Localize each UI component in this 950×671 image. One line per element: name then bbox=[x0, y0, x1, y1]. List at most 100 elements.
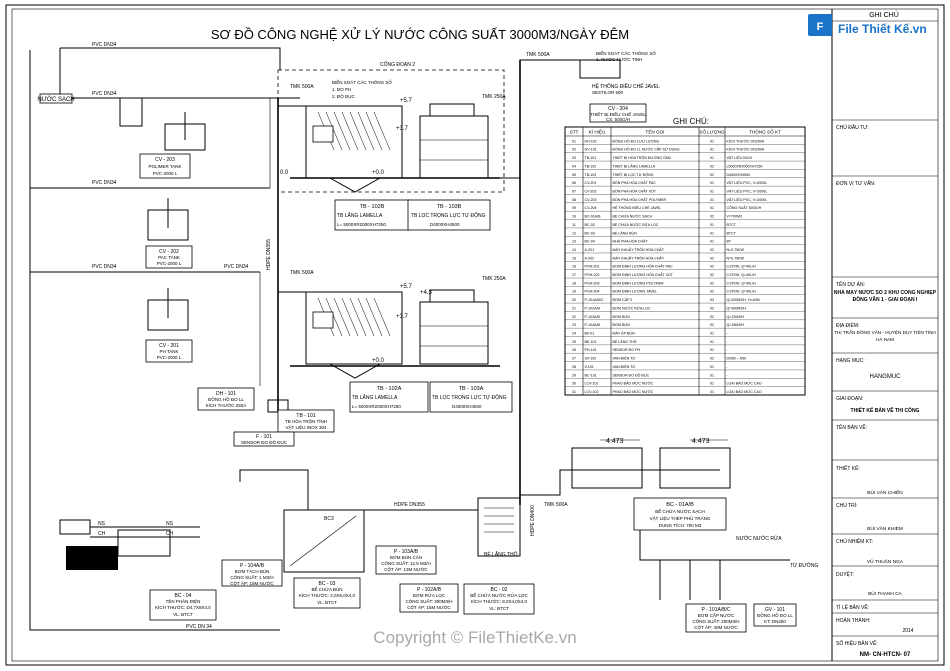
gravity-filter-a: TB - 103A TB LỌC TRỌNG LỰC TỰ ĐỘNG D4000… bbox=[419, 289, 513, 413]
tb-consultant-label: ĐƠN VỊ TƯ VẤN: bbox=[836, 180, 875, 187]
tb103b-spec: D4000XH4500 bbox=[430, 222, 460, 227]
tb-tech-label: CHỦ NHIỆM KT: bbox=[836, 537, 873, 545]
legend-cell: 04 bbox=[572, 164, 576, 168]
tb103a-tag: TB - 103A bbox=[459, 386, 484, 392]
legend-cell: - bbox=[727, 373, 729, 377]
tb103a-spec: D4000XH4500 bbox=[452, 404, 482, 409]
tb102b-tag: TB - 102B bbox=[360, 204, 385, 210]
legend-cell: ĐỒNG HỒ ĐO LL NƯỚC CẤP SỬ DỤNG bbox=[613, 147, 680, 152]
legend-cell: 01 bbox=[710, 340, 714, 344]
tb-project-name: NHÀ MÁY NƯỚC SỐ 2 KHU CÔNG NGHIỆP ĐỒNG V… bbox=[833, 290, 937, 303]
chemical-house: NS CH NS CH BC - 04 TÊN PHÂN ĐIỆN KÍCH T… bbox=[59, 519, 217, 630]
tb-item-value: HANGMUC bbox=[870, 374, 902, 380]
p102-spec: CÔNG SUẤT: 300M3/H bbox=[405, 598, 452, 604]
f101-desc: SENSOR ĐO ĐỘ ĐỤC bbox=[241, 439, 288, 445]
p104-desc: BƠM TÁCH BÙN bbox=[235, 568, 270, 574]
pipe-label-bottom: PVC DN 34 bbox=[186, 624, 212, 630]
cv201-desc: PH TANK bbox=[159, 349, 178, 354]
legend-cell: 01 bbox=[710, 223, 714, 227]
legend-cell: 02 bbox=[710, 323, 714, 327]
cv204-spec: CS: 500G/H bbox=[606, 117, 630, 122]
legend-cell: 01 bbox=[710, 181, 714, 185]
legend-cell: PHAO BÁO MỨC NƯỚC bbox=[613, 381, 654, 386]
legend-cell: ĐỒNG HỒ ĐO LƯU LƯỢNG bbox=[613, 138, 660, 143]
legend-cell: 10 bbox=[572, 215, 576, 219]
legend-cell: 07 bbox=[572, 189, 576, 193]
settling-label: BỂ LẮNG THÔ bbox=[484, 550, 518, 558]
pipe-label-a: PVC DN34 bbox=[92, 91, 117, 97]
legend-cell: POH-203 bbox=[585, 281, 600, 285]
legend-cell: P-102A/B bbox=[585, 306, 601, 310]
legend-cell: 01 bbox=[710, 206, 714, 210]
supply-pumps: TỪ ĐƯỜNG NƯỚC NƯỚC RỬA P - 101A/B/C BƠM … bbox=[639, 530, 818, 633]
bc02-vl: VL: BTCT bbox=[489, 606, 509, 611]
legend-header: KÍ HIỆU bbox=[589, 128, 606, 135]
flow-meter-dh101: DH - 101 ĐỒNG HỒ ĐO LL KÍCH THƯỚC 250A bbox=[197, 387, 255, 411]
level-f: +5.7 bbox=[400, 284, 413, 290]
legend-cell: 01 bbox=[710, 231, 714, 235]
legend-cell: BE-101 bbox=[585, 340, 597, 344]
bc01-cap: DUNG TÍCH: 700 M3 bbox=[659, 522, 702, 528]
legend-cell: SENSOR ĐO ĐỘ ĐỤC bbox=[613, 372, 650, 377]
legend-cell: 02 bbox=[572, 148, 576, 152]
legend-cell: LOẠI BÁO MỨC CAO bbox=[727, 389, 762, 394]
pipe-thk-d: TMK 250A bbox=[482, 276, 506, 282]
bc01-tag: BC - 01A/B bbox=[666, 502, 694, 508]
level-c: +3.7 bbox=[396, 126, 409, 132]
legend-cell: 01 bbox=[710, 382, 714, 386]
legend-cell: HỆ THỐNG ĐIỀU CHẾ JAVEL bbox=[613, 205, 662, 210]
chemical-tank-polymer: CV - 203 POLIMER TANK PVC-2000 L bbox=[119, 97, 206, 179]
legend-cell: 02 bbox=[710, 357, 714, 361]
bc01-spec: VẬT LIỆU THÉP PHỦ TRÁNG bbox=[650, 514, 711, 521]
legend-cell: BỒN PHA HÓA CHẤT XÚT bbox=[613, 188, 657, 193]
legend-cell: V-101 bbox=[585, 365, 594, 369]
legend-cell: 02 bbox=[710, 315, 714, 319]
legend-cell: 01 bbox=[710, 373, 714, 377]
tb-item-label: HẠNG MỤC: bbox=[836, 358, 865, 364]
cv202-spec: PVC-2000 L bbox=[157, 261, 182, 266]
legend-cell: Q=15M3/H bbox=[727, 323, 745, 327]
legend-cell: CÔNG SUẤT 500G/H bbox=[727, 205, 762, 210]
legend-cell: 29 bbox=[572, 373, 576, 377]
clean-water-storage: 4.473 4.473 BC - 01A/B BỂ CHỨA NƯỚC SẠCH… bbox=[571, 438, 731, 531]
legend-cell: THIẾT BỊ HÒA TRỘN ĐƯỜNG ỐNG bbox=[613, 155, 672, 160]
legend-cell: BƠM ĐỊNH LƯỢNG HÓA CHẤT PAC bbox=[613, 264, 674, 269]
legend-header: STT bbox=[570, 130, 579, 135]
legend-cell: BT bbox=[727, 240, 732, 244]
chemical-tank-pac: CV - 202 PAC TANK PVC-2000 L bbox=[145, 198, 193, 269]
gv101-spec: KT: DN250 bbox=[764, 619, 786, 624]
p104-pwr: CỘT ÁP: 15M NƯỚC bbox=[230, 580, 274, 586]
cv203-spec: PVC-2000 L bbox=[153, 171, 178, 176]
ch-label: CH bbox=[98, 531, 106, 537]
legend-header: THÔNG SỐ KT bbox=[749, 129, 781, 135]
cv201-spec: PVC-2000 L bbox=[157, 355, 182, 360]
bc03-tag: BC - 03 bbox=[319, 581, 336, 587]
legend-cell: THIẾT BỊ LẮNG LAMELLA bbox=[613, 163, 656, 168]
tb-number-value: NM- CN-HTCN- 07 bbox=[860, 652, 911, 658]
legend-cell: VẬT LIỆU PVC, V=2000L bbox=[727, 188, 768, 193]
brand-text: File Thiết Kế.vn bbox=[838, 22, 927, 36]
tb103b-tag: TB - 103B bbox=[437, 204, 462, 210]
legend-cell: A-202 bbox=[585, 256, 595, 260]
level-b: +5.7 bbox=[400, 98, 413, 104]
javel-sys: HỆ THỐNG ĐIỀU CHẾ JAVEL bbox=[592, 82, 660, 90]
legend-cell: 01 bbox=[572, 139, 576, 143]
legend-cell: 01 bbox=[710, 156, 714, 160]
legend-cell: BC-101 bbox=[585, 373, 597, 377]
tb-chair-label: CHỦ TRÌ: bbox=[836, 502, 858, 509]
legend-cell: POH-201 bbox=[585, 265, 600, 269]
turbidity-sensor: F - 101 SENSOR ĐO ĐỘ ĐỤC bbox=[233, 431, 295, 447]
legend-cell: 01 bbox=[710, 148, 714, 152]
sensor-note2: 1. NƯỚC NƯỚC TINH bbox=[596, 56, 642, 62]
sensor-top3: 2. ĐỘ ĐỤC bbox=[332, 93, 356, 99]
legend-cell: 13 bbox=[572, 240, 576, 244]
javel-generator: CV - 204 THIẾT BỊ ĐIỀU CHẾ JAVEL CS: 500… bbox=[579, 50, 660, 123]
legend-cell: GV-101 bbox=[585, 148, 597, 152]
legend-cell: Q=200M3/H, H=40M bbox=[727, 298, 760, 302]
legend-cell: MÁY KHUẤY TRỘN HÓA CHẤT bbox=[613, 247, 665, 252]
tb-phase-label: GIAI ĐOẠN: bbox=[836, 396, 863, 402]
level-bc1: 4.473 bbox=[606, 438, 624, 445]
ns-label: NS bbox=[98, 521, 106, 527]
tb-designer-name: BÙI VĂN CHIẾN bbox=[867, 489, 903, 496]
